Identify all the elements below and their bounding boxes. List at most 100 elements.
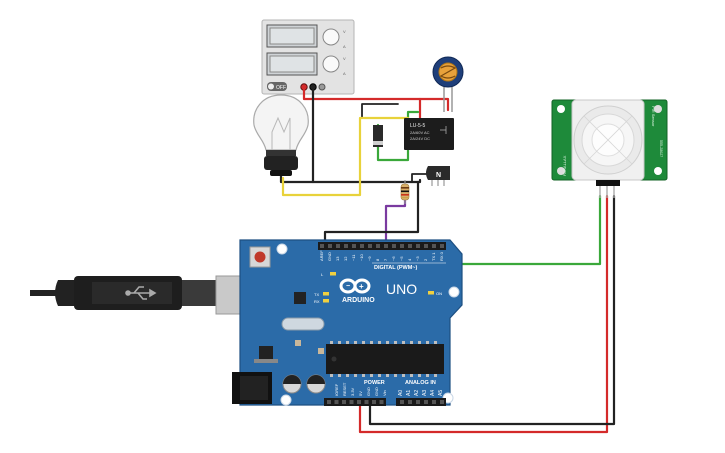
pin-label: 12 bbox=[343, 256, 348, 261]
pin-hole[interactable] bbox=[328, 244, 332, 248]
power-pin-label: 3.3V bbox=[350, 387, 355, 396]
relay-model: LU-5-5 bbox=[410, 123, 426, 129]
relay-ac-rating: 2A/60V AC bbox=[410, 130, 430, 135]
pin-hole[interactable] bbox=[342, 400, 346, 404]
pin-hole[interactable] bbox=[344, 244, 348, 248]
arduino-infinity-icon bbox=[339, 278, 371, 294]
pin-label: 8 bbox=[375, 258, 380, 261]
pir-label-part: 555-28027 bbox=[659, 140, 663, 157]
wire-green-relay[interactable] bbox=[376, 110, 420, 162]
svg-text:+: + bbox=[359, 282, 364, 291]
analog-pin-label: A3 bbox=[422, 390, 428, 396]
npn-transistor[interactable]: N bbox=[426, 166, 450, 186]
pin-label: GND bbox=[327, 252, 332, 261]
pin-label: 7 bbox=[383, 258, 388, 261]
pin-hole[interactable] bbox=[334, 400, 339, 404]
usb-icon bbox=[125, 286, 157, 300]
pin-hole[interactable] bbox=[360, 244, 364, 248]
pin-hole[interactable] bbox=[440, 400, 444, 404]
pin-hole[interactable] bbox=[320, 244, 324, 248]
analog-pin-label: A1 bbox=[406, 390, 412, 396]
analog-pin-label: A4 bbox=[430, 390, 436, 396]
svg-text:−: − bbox=[346, 283, 350, 290]
pin-hole[interactable] bbox=[352, 244, 356, 248]
voltage-knob[interactable] bbox=[322, 28, 340, 46]
power-header[interactable] bbox=[324, 398, 386, 406]
pin-hole[interactable] bbox=[349, 400, 354, 404]
analog-header[interactable] bbox=[396, 398, 446, 406]
analog-pin-label: A5 bbox=[438, 390, 444, 396]
power-supply[interactable]: V A V A OFF bbox=[261, 19, 355, 95]
pin-hole[interactable] bbox=[384, 244, 388, 248]
pin-hole[interactable] bbox=[408, 244, 412, 248]
power-pin-label: 5V bbox=[358, 391, 363, 396]
diode[interactable] bbox=[373, 125, 383, 147]
led-tx-label: TX bbox=[314, 292, 319, 297]
digital-header[interactable] bbox=[318, 242, 446, 250]
analog-pin-label: A0 bbox=[398, 390, 404, 396]
pin-label: ~6 bbox=[391, 256, 396, 261]
power-pin-label: RESET bbox=[342, 382, 347, 396]
pin-hole[interactable] bbox=[432, 400, 436, 404]
analog-header-label: ANALOG IN bbox=[405, 380, 436, 386]
wire-red-pir[interactable] bbox=[358, 194, 609, 434]
atmega-chip bbox=[326, 344, 444, 374]
svg-text:V: V bbox=[343, 29, 346, 34]
pin-hole[interactable] bbox=[424, 244, 428, 248]
pir-label-right: PIR Sensor bbox=[651, 106, 656, 127]
pin-hole[interactable] bbox=[357, 400, 361, 404]
led-rx-label: RX bbox=[314, 299, 320, 304]
photoresistor[interactable] bbox=[432, 56, 464, 112]
pin-hole[interactable] bbox=[432, 244, 436, 248]
led-on-label: ON bbox=[436, 291, 442, 296]
pin-hole[interactable] bbox=[416, 244, 420, 248]
pin-label: ~3 bbox=[415, 256, 420, 261]
svg-text:A: A bbox=[343, 71, 346, 76]
resistor[interactable] bbox=[400, 180, 410, 204]
light-bulb[interactable] bbox=[253, 94, 309, 176]
power-pin-label: GND bbox=[366, 387, 371, 396]
pin-hole[interactable] bbox=[336, 244, 340, 248]
pin-label: RX 0 bbox=[439, 251, 444, 261]
pin-hole[interactable] bbox=[379, 400, 384, 404]
pin-hole[interactable] bbox=[416, 400, 420, 404]
wire-black-supply[interactable] bbox=[311, 87, 422, 184]
pin-hole[interactable] bbox=[327, 400, 331, 404]
pin-hole[interactable] bbox=[400, 400, 404, 404]
pin-label: AREF bbox=[319, 250, 324, 261]
digital-header-label: DIGITAL (PWM~) bbox=[374, 265, 418, 271]
led-l-label: L bbox=[321, 272, 324, 277]
pin-hole[interactable] bbox=[392, 244, 396, 248]
power-header-label: POWER bbox=[364, 380, 385, 386]
wire-black-pir[interactable] bbox=[368, 194, 616, 426]
pir-sensor[interactable]: PARALLAX PIR Sensor 555-28027 bbox=[551, 99, 668, 198]
pin-hole[interactable] bbox=[376, 244, 380, 248]
transistor-label: N bbox=[436, 172, 441, 179]
pin-hole[interactable] bbox=[400, 244, 404, 248]
pin-hole[interactable] bbox=[424, 400, 428, 404]
wire-red-ldr[interactable] bbox=[418, 97, 450, 112]
relay-dc-rating: 2A/24V DC bbox=[410, 136, 430, 141]
pin-label: TX 1 bbox=[431, 252, 436, 261]
pin-hole[interactable] bbox=[440, 244, 444, 248]
pin-label: 2 bbox=[423, 258, 428, 261]
pin-hole[interactable] bbox=[408, 400, 412, 404]
pin-hole[interactable] bbox=[368, 244, 372, 248]
wire-yellow-lamp[interactable] bbox=[281, 116, 410, 197]
pin-hole[interactable] bbox=[364, 400, 369, 404]
analog-pin-label: A2 bbox=[414, 390, 420, 396]
relay[interactable]: LU-5-5 2A/60V AC 2A/24V DC bbox=[404, 118, 454, 150]
power-pin-label: GND bbox=[374, 387, 379, 396]
current-knob[interactable] bbox=[322, 55, 340, 73]
pin-hole[interactable] bbox=[372, 400, 376, 404]
power-pin-label: IOREF bbox=[334, 383, 339, 396]
wire-red-supply[interactable] bbox=[302, 87, 422, 132]
power-button-label: OFF bbox=[276, 85, 286, 91]
pin-label: 13 bbox=[335, 256, 340, 261]
usb-cable[interactable] bbox=[30, 275, 272, 315]
arduino-model: UNO bbox=[386, 281, 417, 297]
svg-text:A: A bbox=[343, 44, 346, 49]
